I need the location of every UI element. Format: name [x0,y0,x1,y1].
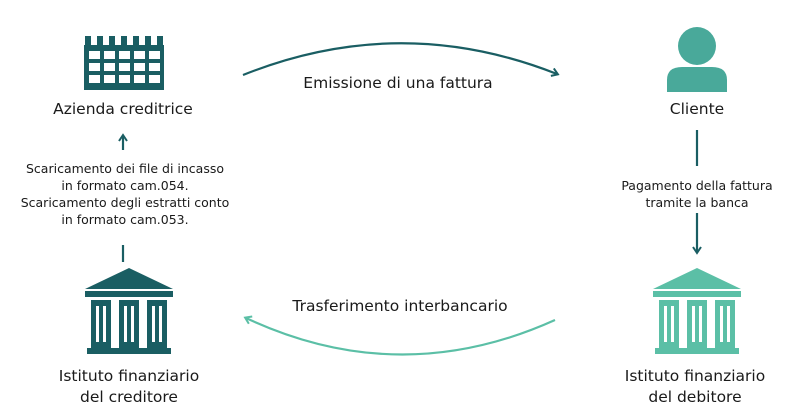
interbank-arrow [243,315,556,356]
payment-flow-label-line1: Pagamento della fattura [621,178,773,193]
creditor-bank-icon [85,268,173,354]
debtor-bank-icon [653,268,741,354]
client-label: Cliente [669,100,725,118]
download-flow-label-line3: Scaricamento degli estratti conto [20,195,230,210]
download-flow-label: Scaricamento dei file di incasso in form… [4,160,246,228]
download-flow-label-line4: in formato cam.053. [61,212,189,227]
debtor-bank-label-line1: Istituto finanziario [624,367,766,385]
creditor-bank-label-line1: Istituto finanziario [58,367,200,385]
download-flow-label-line2: in formato cam.054. [61,178,189,193]
client-person-icon [667,27,727,92]
interbank-flow-label: Trasferimento interbancario [292,297,508,315]
creditor-bank-label-line2: del creditore [80,388,178,406]
payment-flow-label: Pagamento della fattura tramite la banca [596,177,786,211]
debtor-bank-label-line2: del debitore [648,388,742,406]
creditor-bank-label: Istituto finanziario del creditore [40,366,218,408]
creditor-company-label: Azienda creditrice [53,100,193,118]
company-building-icon [84,36,164,90]
invoice-arrow [242,42,560,77]
payment-flow-label-line2: tramite la banca [645,195,749,210]
invoice-flow-label: Emissione di una fattura [303,74,493,92]
debtor-bank-label: Istituto finanziario del debitore [606,366,784,408]
download-flow-label-line1: Scaricamento dei file di incasso [26,161,224,176]
